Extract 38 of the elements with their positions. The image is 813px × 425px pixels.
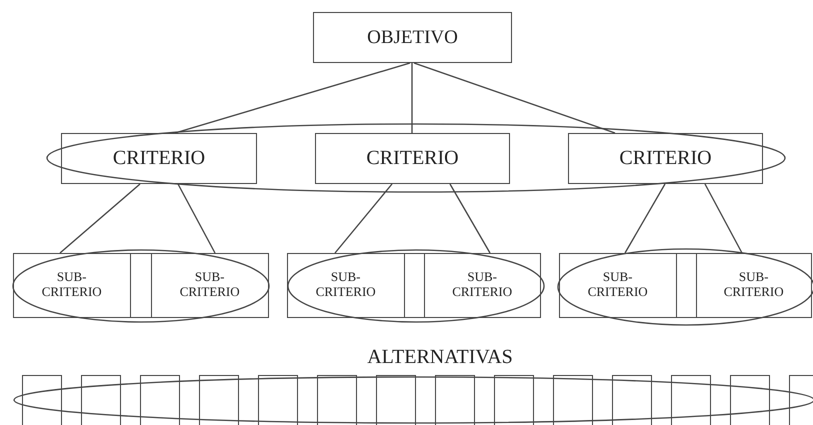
empty-box [730, 375, 770, 425]
empty-box [559, 253, 812, 318]
connector-line [624, 184, 666, 254]
node-label: SUB- CRITERIO [40, 270, 103, 300]
group-heading: ALTERNATIVAS [366, 347, 514, 367]
empty-box [435, 375, 475, 425]
empty-box [317, 375, 357, 425]
criterion-box [315, 133, 510, 184]
node-label: CRITERIO [366, 147, 459, 170]
goal-box [313, 12, 512, 63]
connector-line [60, 184, 140, 254]
node-label: SUB- CRITERIO [586, 270, 649, 300]
connector-line [704, 184, 743, 254]
criterion-box [568, 133, 763, 184]
node-label: CRITERIO [619, 147, 712, 170]
empty-box [671, 375, 711, 425]
node-label: OBJETIVO [367, 26, 458, 48]
empty-box [612, 375, 652, 425]
connector-line [174, 62, 410, 134]
connector-line [334, 184, 392, 254]
node-label: CRITERIO [112, 147, 206, 170]
connector-line [411, 63, 413, 133]
empty-box [494, 375, 534, 425]
empty-box [553, 375, 593, 425]
node-label: SUB- CRITERIO [178, 270, 241, 300]
connector-line [177, 184, 216, 254]
empty-box [258, 375, 298, 425]
node-label: SUB- CRITERIO [722, 270, 785, 300]
criterion-box [61, 133, 257, 184]
empty-box [199, 375, 239, 425]
connector-line [449, 184, 491, 254]
node-label: SUB- CRITERIO [451, 270, 514, 300]
empty-box [376, 375, 416, 425]
connector-line [414, 62, 616, 134]
empty-box [81, 375, 121, 425]
empty-box [22, 375, 62, 425]
node-label: SUB- CRITERIO [314, 270, 377, 300]
empty-box [140, 375, 180, 425]
